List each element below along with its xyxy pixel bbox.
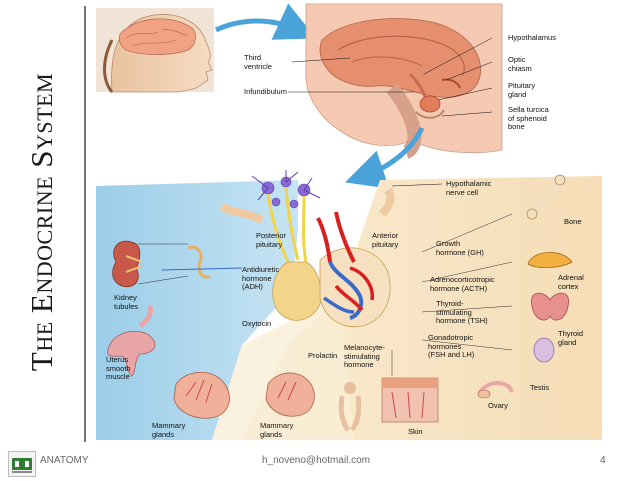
label-bone: Bone xyxy=(564,217,582,226)
endocrine-figure: Third ventricle Infundibulum Hypothalamu… xyxy=(92,0,608,445)
mammary-gland-left xyxy=(173,371,230,419)
slide-title: The Endocrine System xyxy=(24,72,59,372)
label-thyroid-gland: Thyroid gland xyxy=(558,329,584,347)
hormone-pointer-lines xyxy=(391,213,513,376)
label-third-ventricle: Third ventricle xyxy=(244,53,272,71)
label-mammary-right: Mammary glands xyxy=(260,421,294,439)
kidney-illustration xyxy=(112,240,243,288)
label-posterior-pituitary: Posterior pituitary xyxy=(256,231,287,249)
brain-section xyxy=(288,3,503,159)
head-illustration xyxy=(96,8,214,93)
figure-woman-illustration xyxy=(338,382,362,432)
label-acth: Adrenocorticotropic hormone (ACTH) xyxy=(430,275,495,293)
label-oxytocin: Oxytocin xyxy=(242,319,272,328)
pituitary-diagram xyxy=(219,170,443,328)
testis-illustration xyxy=(533,337,555,363)
figure-artwork xyxy=(96,3,602,440)
uterus-illustration xyxy=(107,305,156,377)
label-sella-turcica: Sella turcica of sphenoid bone xyxy=(508,105,549,131)
pituitary-gland-shape xyxy=(419,95,441,113)
label-adrenal-cortex: Adrenal cortex xyxy=(558,273,584,291)
label-hypothalamic-nerve-cell: Hypothalamic nerve cell xyxy=(446,179,492,197)
label-pituitary-gland: Pituitary gland xyxy=(508,81,536,99)
label-mammary-left: Mammary glands xyxy=(152,421,186,439)
school-logo-icon xyxy=(8,451,36,477)
title-divider xyxy=(84,6,86,442)
footer-email: h_noveno@hotmail.com xyxy=(262,455,370,466)
brain-icon xyxy=(118,18,196,55)
label-testis: Testis xyxy=(530,383,550,392)
page-number: 4 xyxy=(600,455,606,466)
zoom-arrow-icon-2 xyxy=(345,126,425,189)
ovary-illustration xyxy=(477,381,514,399)
label-kidney-tubules: Kidney tubules xyxy=(114,293,139,311)
footer-section: ANATOMY xyxy=(40,455,89,466)
bone-illustration xyxy=(526,174,566,220)
slide-title-bar: The Endocrine System xyxy=(0,0,84,445)
thyroid-illustration xyxy=(530,292,570,321)
label-ovary: Ovary xyxy=(488,401,509,410)
zoom-arrow-icon xyxy=(214,3,317,40)
label-tsh: Thyroid- stimulating hormone (TSH) xyxy=(436,299,488,325)
label-infundibulum: Infundibulum xyxy=(244,87,287,96)
label-prolactin: Prolactin xyxy=(308,351,338,360)
slide-footer: ANATOMY h_noveno@hotmail.com 4 xyxy=(0,445,638,478)
label-hypothalamus: Hypothalamus xyxy=(508,33,556,42)
mammary-gland-right xyxy=(265,372,315,417)
label-fsh-lh: Gonadotropic hormones (FSH and LH) xyxy=(428,333,475,359)
label-uterus: Uterus smooth muscle xyxy=(106,355,131,381)
adrenal-illustration xyxy=(527,252,573,268)
label-skin: Skin xyxy=(408,427,423,436)
posterior-panel xyxy=(96,180,298,440)
label-anterior-pituitary: Anterior pituitary xyxy=(372,231,399,249)
skin-illustration xyxy=(381,377,439,423)
label-gh: Growth hormone (GH) xyxy=(436,239,484,257)
label-optic-chiasm: Optic chiasm xyxy=(508,55,532,73)
label-adh: Antidiuretic hormone (ADH) xyxy=(242,265,280,291)
label-msh: Melanocyte- stimulating hormone xyxy=(344,343,385,369)
